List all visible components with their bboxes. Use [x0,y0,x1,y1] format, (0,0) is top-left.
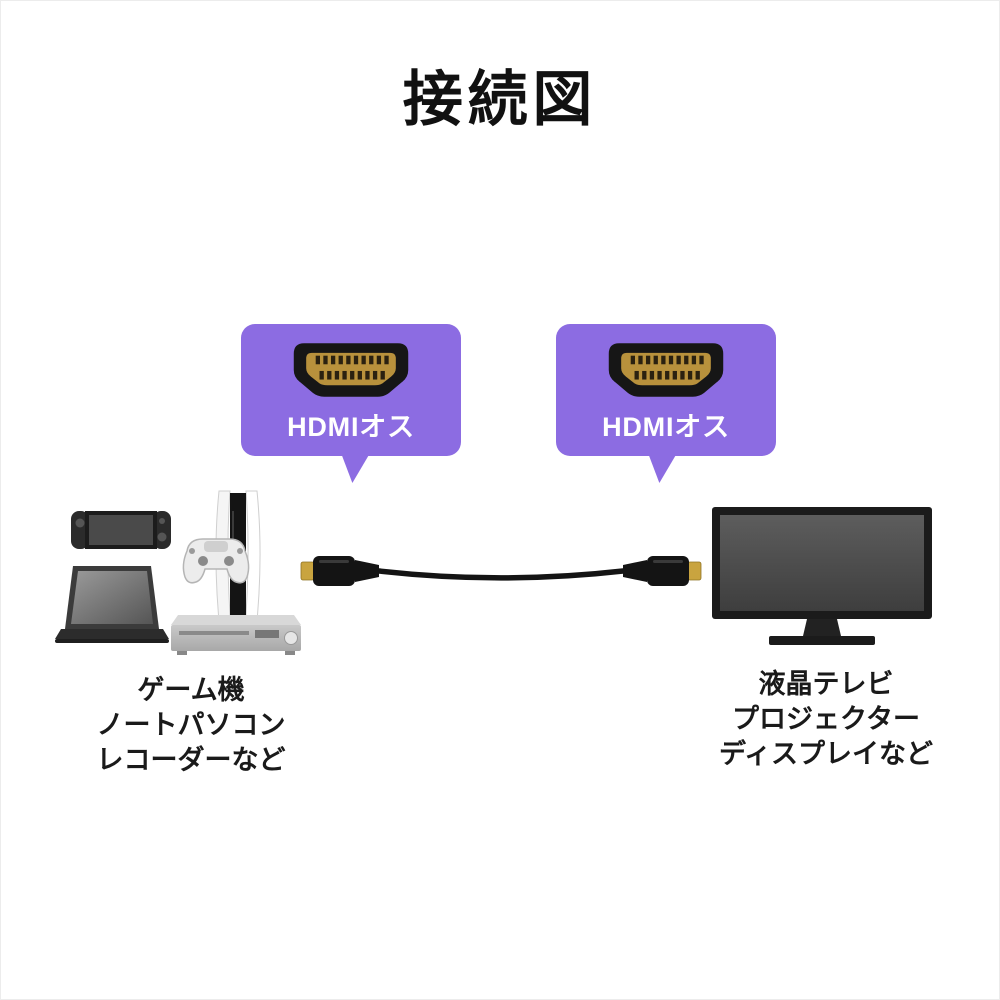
display-device-label: 液晶テレビ プロジェクター ディスプレイなど [686,667,966,772]
hdmi-callout-right: HDMIオス [556,324,776,483]
display-label-line-2: プロジェクター [732,704,920,735]
source-devices-illustration [55,490,301,655]
game-console-switch-icon [71,511,171,549]
source-device-label: ゲーム機 ノートパソコン レコーダーなど [51,673,331,778]
hdmi-pins [315,355,389,380]
hdmi-cable-illustration [300,556,702,586]
source-label-line-3: レコーダーなど [96,745,286,776]
hdmi-male-plug-icon [293,343,409,397]
source-label-line-2: ノートパソコン [96,710,286,741]
laptop-icon [55,566,169,643]
callout-pointer-right [644,452,678,483]
cable-plug-left [300,556,379,586]
diagram-title: 接続図 [402,66,598,133]
hdmi-pins [630,355,704,380]
source-label-line-1: ゲーム機 [137,675,245,705]
cable-cord [376,568,626,581]
hdmi-callout-left: HDMIオス [241,324,461,483]
recorder-icon [171,615,301,655]
display-label-line-3: ディスプレイなど [718,739,934,770]
tv-monitor-icon [712,507,932,645]
display-label-line-1: 液晶テレビ [758,669,894,699]
callout-pointer-left [337,452,371,483]
hdmi-callout-label-right: HDMIオス [602,412,730,442]
cable-plug-right [623,556,702,586]
hdmi-callout-label-left: HDMIオス [287,412,415,442]
game-controller-icon [182,538,250,584]
hdmi-male-plug-icon [608,343,724,397]
